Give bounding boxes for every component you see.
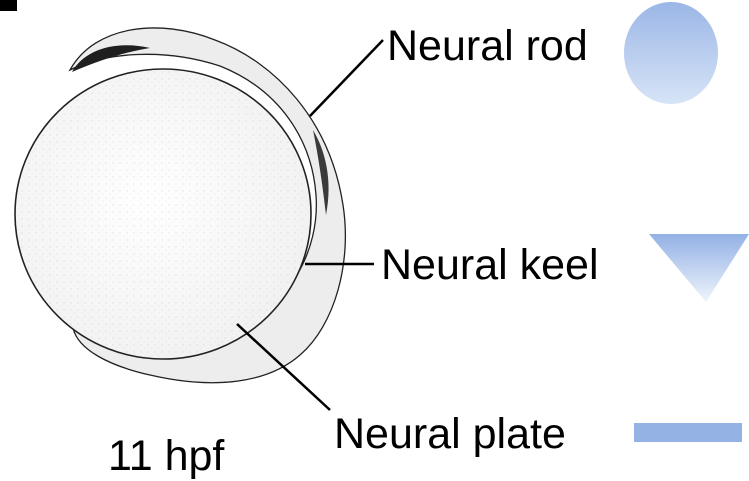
embryo-illustration — [15, 28, 345, 383]
downward-triangle-shape-icon — [649, 234, 749, 302]
neural-rod-label: Neural rod — [387, 22, 588, 70]
stage-label: 11 hpf — [108, 432, 225, 480]
neural-keel-label: Neural keel — [381, 241, 599, 289]
flat-bar-shape-icon — [634, 423, 742, 442]
neural-rod-leader-line — [310, 40, 383, 116]
neural-plate-label: Neural plate — [334, 410, 566, 458]
corner-mark — [0, 0, 17, 11]
oval-shape-icon — [624, 2, 718, 104]
